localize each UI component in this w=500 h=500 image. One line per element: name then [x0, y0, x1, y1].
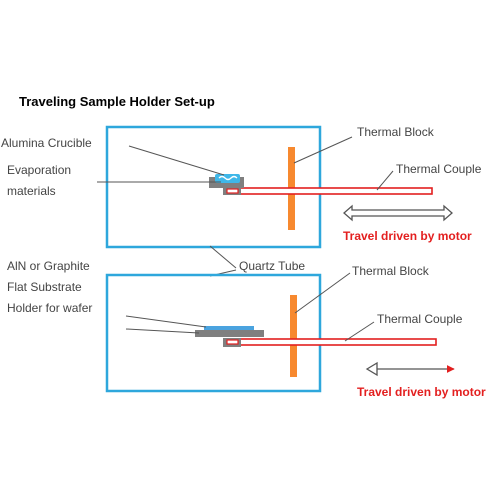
leader-aln-graphite: [125, 315, 207, 328]
label-holder-for-wafer: Holder for wafer: [7, 301, 92, 315]
wafer: [204, 326, 254, 330]
travel-arrow-top: [343, 204, 453, 222]
thermocouple-rod-bottom: [231, 338, 437, 346]
thermocouple-tip-top: [226, 188, 239, 194]
leader-holder-wafer: [125, 328, 200, 334]
label-evaporation: Evaporation: [7, 163, 71, 177]
leader-thermal-couple-top: [376, 170, 394, 191]
leader-quartz-tube-1: [209, 245, 237, 269]
thermocouple-tip-bottom: [226, 339, 239, 345]
label-flat-substrate: Flat Substrate: [7, 280, 82, 294]
thermocouple-rod-top: [231, 187, 433, 195]
evaporation-material-icon: [218, 175, 238, 181]
label-aln-graphite: AlN or Graphite: [7, 259, 90, 273]
leader-alumina: [128, 145, 225, 176]
leader-thermal-block-top: [293, 136, 353, 164]
quartz-tube-bottom: [105, 273, 322, 393]
label-travel-bottom: Travel driven by motor: [357, 385, 486, 399]
leader-thermal-block-bottom: [294, 272, 351, 314]
diagram-title: Traveling Sample Holder Set-up: [19, 94, 215, 109]
flat-substrate-holder: [195, 330, 264, 337]
label-alumina-crucible: Alumina Crucible: [1, 136, 92, 150]
label-thermal-couple-bottom: Thermal Couple: [377, 312, 463, 326]
thermal-block-bottom: [290, 295, 297, 377]
quartz-tube-top: [105, 125, 322, 249]
leader-thermal-couple-bottom: [344, 321, 375, 342]
label-thermal-couple-top: Thermal Couple: [396, 162, 482, 176]
label-thermal-block-bottom: Thermal Block: [352, 264, 430, 278]
label-thermal-block-top: Thermal Block: [357, 125, 435, 139]
label-quartz-tube: Quartz Tube: [239, 259, 305, 273]
travel-arrow-bottom: [365, 361, 455, 377]
label-travel-top: Travel driven by motor: [343, 229, 472, 243]
label-materials: materials: [7, 184, 56, 198]
